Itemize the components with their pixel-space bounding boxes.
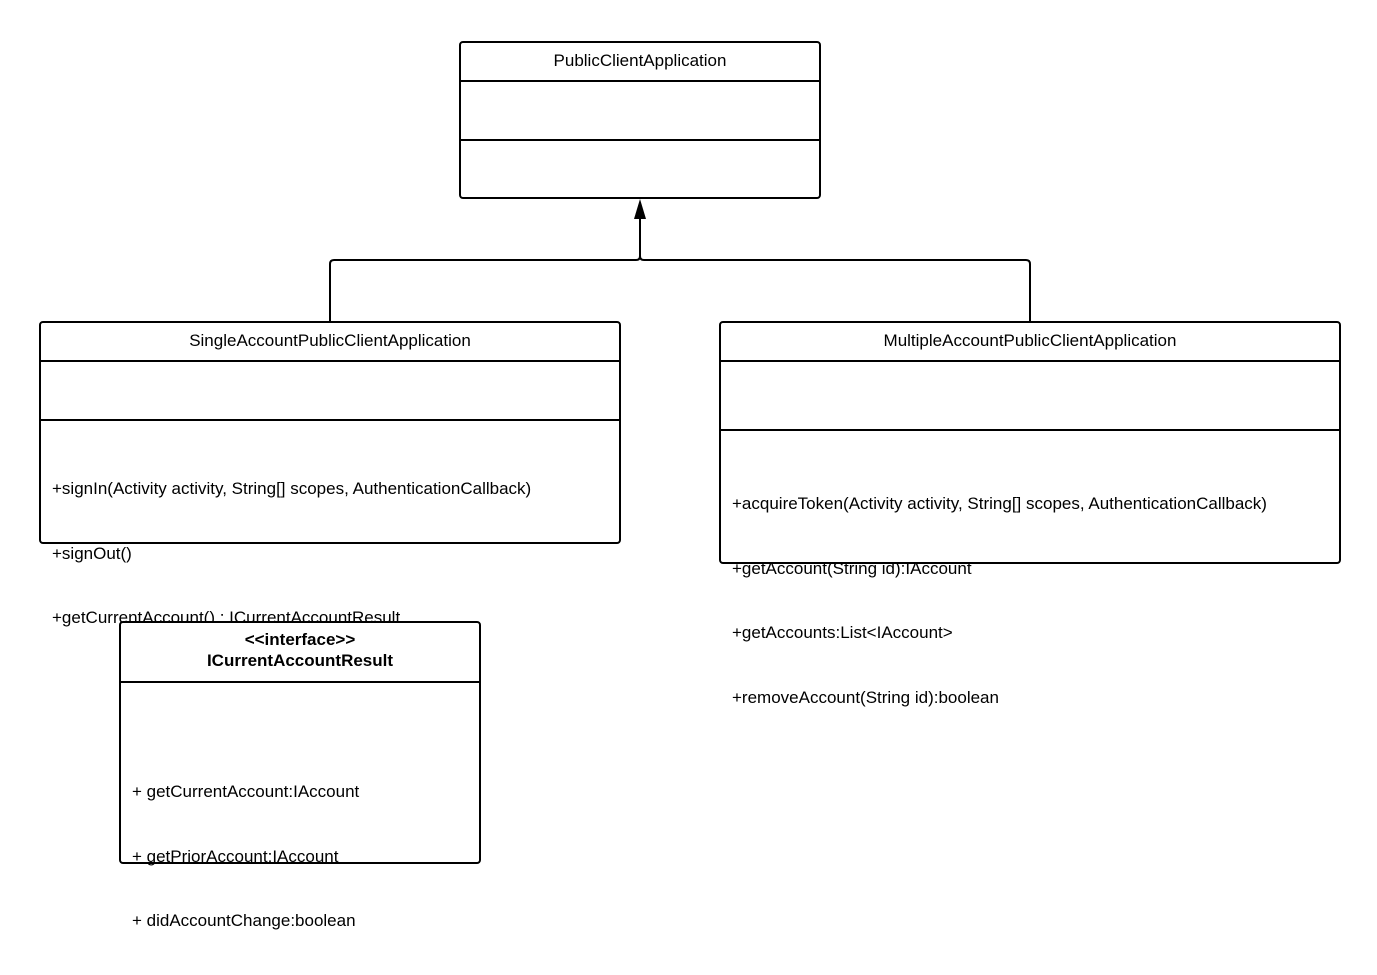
method: +getAccounts:List<IAccount> bbox=[732, 623, 953, 642]
method: +signIn(Activity activity, String[] scop… bbox=[52, 479, 532, 498]
attributes-section bbox=[461, 82, 819, 141]
inheritance-arrowhead-icon bbox=[634, 199, 646, 219]
methods-section: +acquireToken(Activity activity, String[… bbox=[732, 450, 1267, 751]
method: +acquireToken(Activity activity, String[… bbox=[732, 494, 1267, 513]
attributes-section bbox=[721, 362, 1339, 431]
inheritance-line bbox=[639, 255, 1031, 322]
method: + getCurrentAccount:IAccount bbox=[132, 782, 360, 801]
method: +signOut() bbox=[52, 543, 132, 563]
class-name: MultipleAccountPublicClientApplication bbox=[721, 323, 1339, 362]
class-multiple-account-public-client-application[interactable]: MultipleAccountPublicClientApplication +… bbox=[719, 321, 1341, 707]
method: +getAccount(String id):IAccount bbox=[732, 558, 972, 578]
class-public-client-application[interactable]: PublicClientApplication bbox=[459, 41, 821, 199]
method: + didAccountChange:boolean bbox=[132, 911, 356, 930]
attributes-section bbox=[41, 362, 619, 421]
interface-icurrent-account-result[interactable]: <<interface>> ICurrentAccountResult + ge… bbox=[119, 621, 481, 930]
class-name: PublicClientApplication bbox=[461, 43, 819, 82]
method: +removeAccount(String id):boolean bbox=[732, 687, 999, 707]
methods-section: + getCurrentAccount:IAccount + getPriorA… bbox=[132, 738, 359, 975]
inheritance-line bbox=[329, 218, 641, 322]
stereotype: <<interface>> bbox=[244, 630, 356, 649]
inheritance-connectors bbox=[329, 199, 1031, 322]
class-name: SingleAccountPublicClientApplication bbox=[41, 323, 619, 362]
class-single-account-public-client-application[interactable]: SingleAccountPublicClientApplication +si… bbox=[39, 321, 621, 627]
class-name: ICurrentAccountResult bbox=[206, 651, 394, 670]
method: + getPriorAccount:IAccount bbox=[132, 846, 339, 866]
interface-header: <<interface>> ICurrentAccountResult bbox=[121, 623, 479, 683]
